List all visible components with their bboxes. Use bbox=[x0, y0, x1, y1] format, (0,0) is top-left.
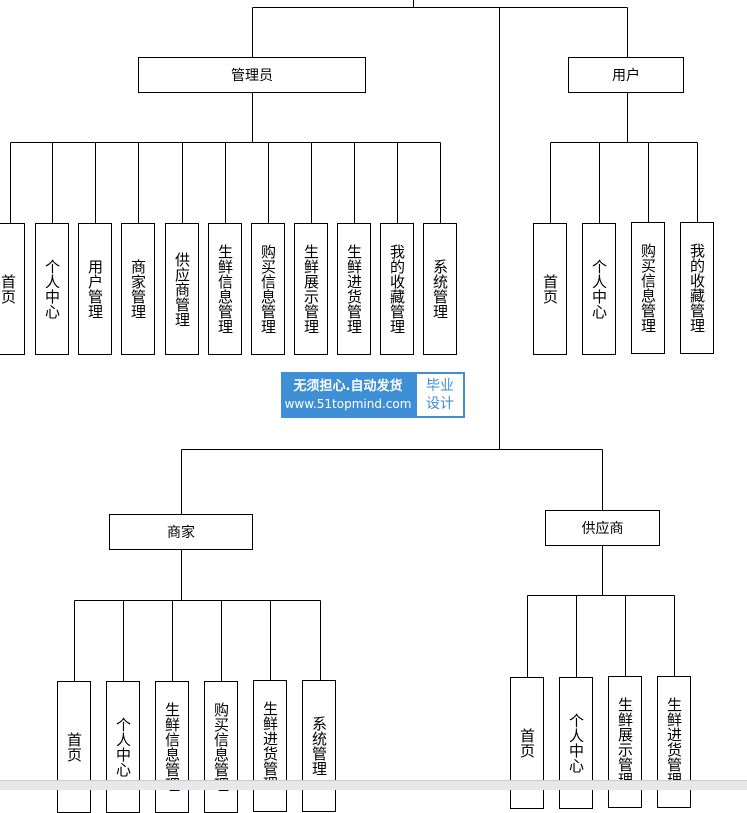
watermark-url: www.51topmind.com bbox=[284, 397, 412, 411]
node-merchant: 商家 bbox=[109, 514, 253, 550]
merchant-leaf-fresh-info-mgmt: 生鲜信息管理 bbox=[155, 681, 189, 813]
admin-leaf-home: 首页 bbox=[0, 223, 25, 355]
watermark-badge-line2: 设计 bbox=[426, 396, 454, 412]
watermark-text-block: 无须担心.自动发货 www.51topmind.com bbox=[281, 372, 415, 418]
admin-leaf-supplier-mgmt: 供应商管理 bbox=[165, 223, 199, 355]
merchant-leaf-fresh-stock-mgmt: 生鲜进货管理 bbox=[253, 680, 287, 812]
admin-leaf-favorites-mgmt: 我的收藏管理 bbox=[380, 223, 414, 355]
merchant-leaf-personal-center: 个人中心 bbox=[106, 681, 140, 813]
user-leaf-purchase-info-mgmt: 购买信息管理 bbox=[631, 222, 665, 354]
admin-leaf-purchase-info-mgmt: 购买信息管理 bbox=[251, 223, 285, 355]
diagram-connectors bbox=[10, 0, 698, 681]
watermark-slogan: 无须担心.自动发货 bbox=[293, 379, 403, 394]
admin-leaf-personal-center: 个人中心 bbox=[35, 223, 69, 355]
window-bottom-scrollbar[interactable] bbox=[0, 780, 747, 790]
user-leaf-home: 首页 bbox=[533, 223, 567, 355]
watermark-badge-line1: 毕业 bbox=[426, 378, 454, 394]
watermark-badge: 毕业 设计 bbox=[415, 372, 465, 418]
user-leaf-personal-center: 个人中心 bbox=[582, 223, 616, 355]
admin-leaf-fresh-info-mgmt: 生鲜信息管理 bbox=[208, 223, 242, 355]
node-supplier: 供应商 bbox=[545, 510, 660, 546]
admin-leaf-system-mgmt: 系统管理 bbox=[423, 223, 457, 355]
merchant-leaf-purchase-info-mgmt: 购买信息管理 bbox=[204, 681, 238, 813]
admin-leaf-fresh-display-mgmt: 生鲜展示管理 bbox=[294, 223, 328, 355]
node-user: 用户 bbox=[568, 57, 684, 93]
merchant-leaf-system-mgmt: 系统管理 bbox=[302, 680, 336, 812]
admin-leaf-user-mgmt: 用户管理 bbox=[78, 223, 112, 355]
admin-leaf-merchant-mgmt: 商家管理 bbox=[121, 223, 155, 355]
merchant-leaf-home: 首页 bbox=[57, 681, 91, 813]
user-leaf-favorites-mgmt: 我的收藏管理 bbox=[680, 222, 714, 354]
admin-leaf-fresh-stock-mgmt: 生鲜进货管理 bbox=[337, 223, 371, 355]
node-admin: 管理员 bbox=[138, 57, 366, 93]
watermark-banner: 无须担心.自动发货 www.51topmind.com 毕业 设计 bbox=[281, 372, 465, 418]
